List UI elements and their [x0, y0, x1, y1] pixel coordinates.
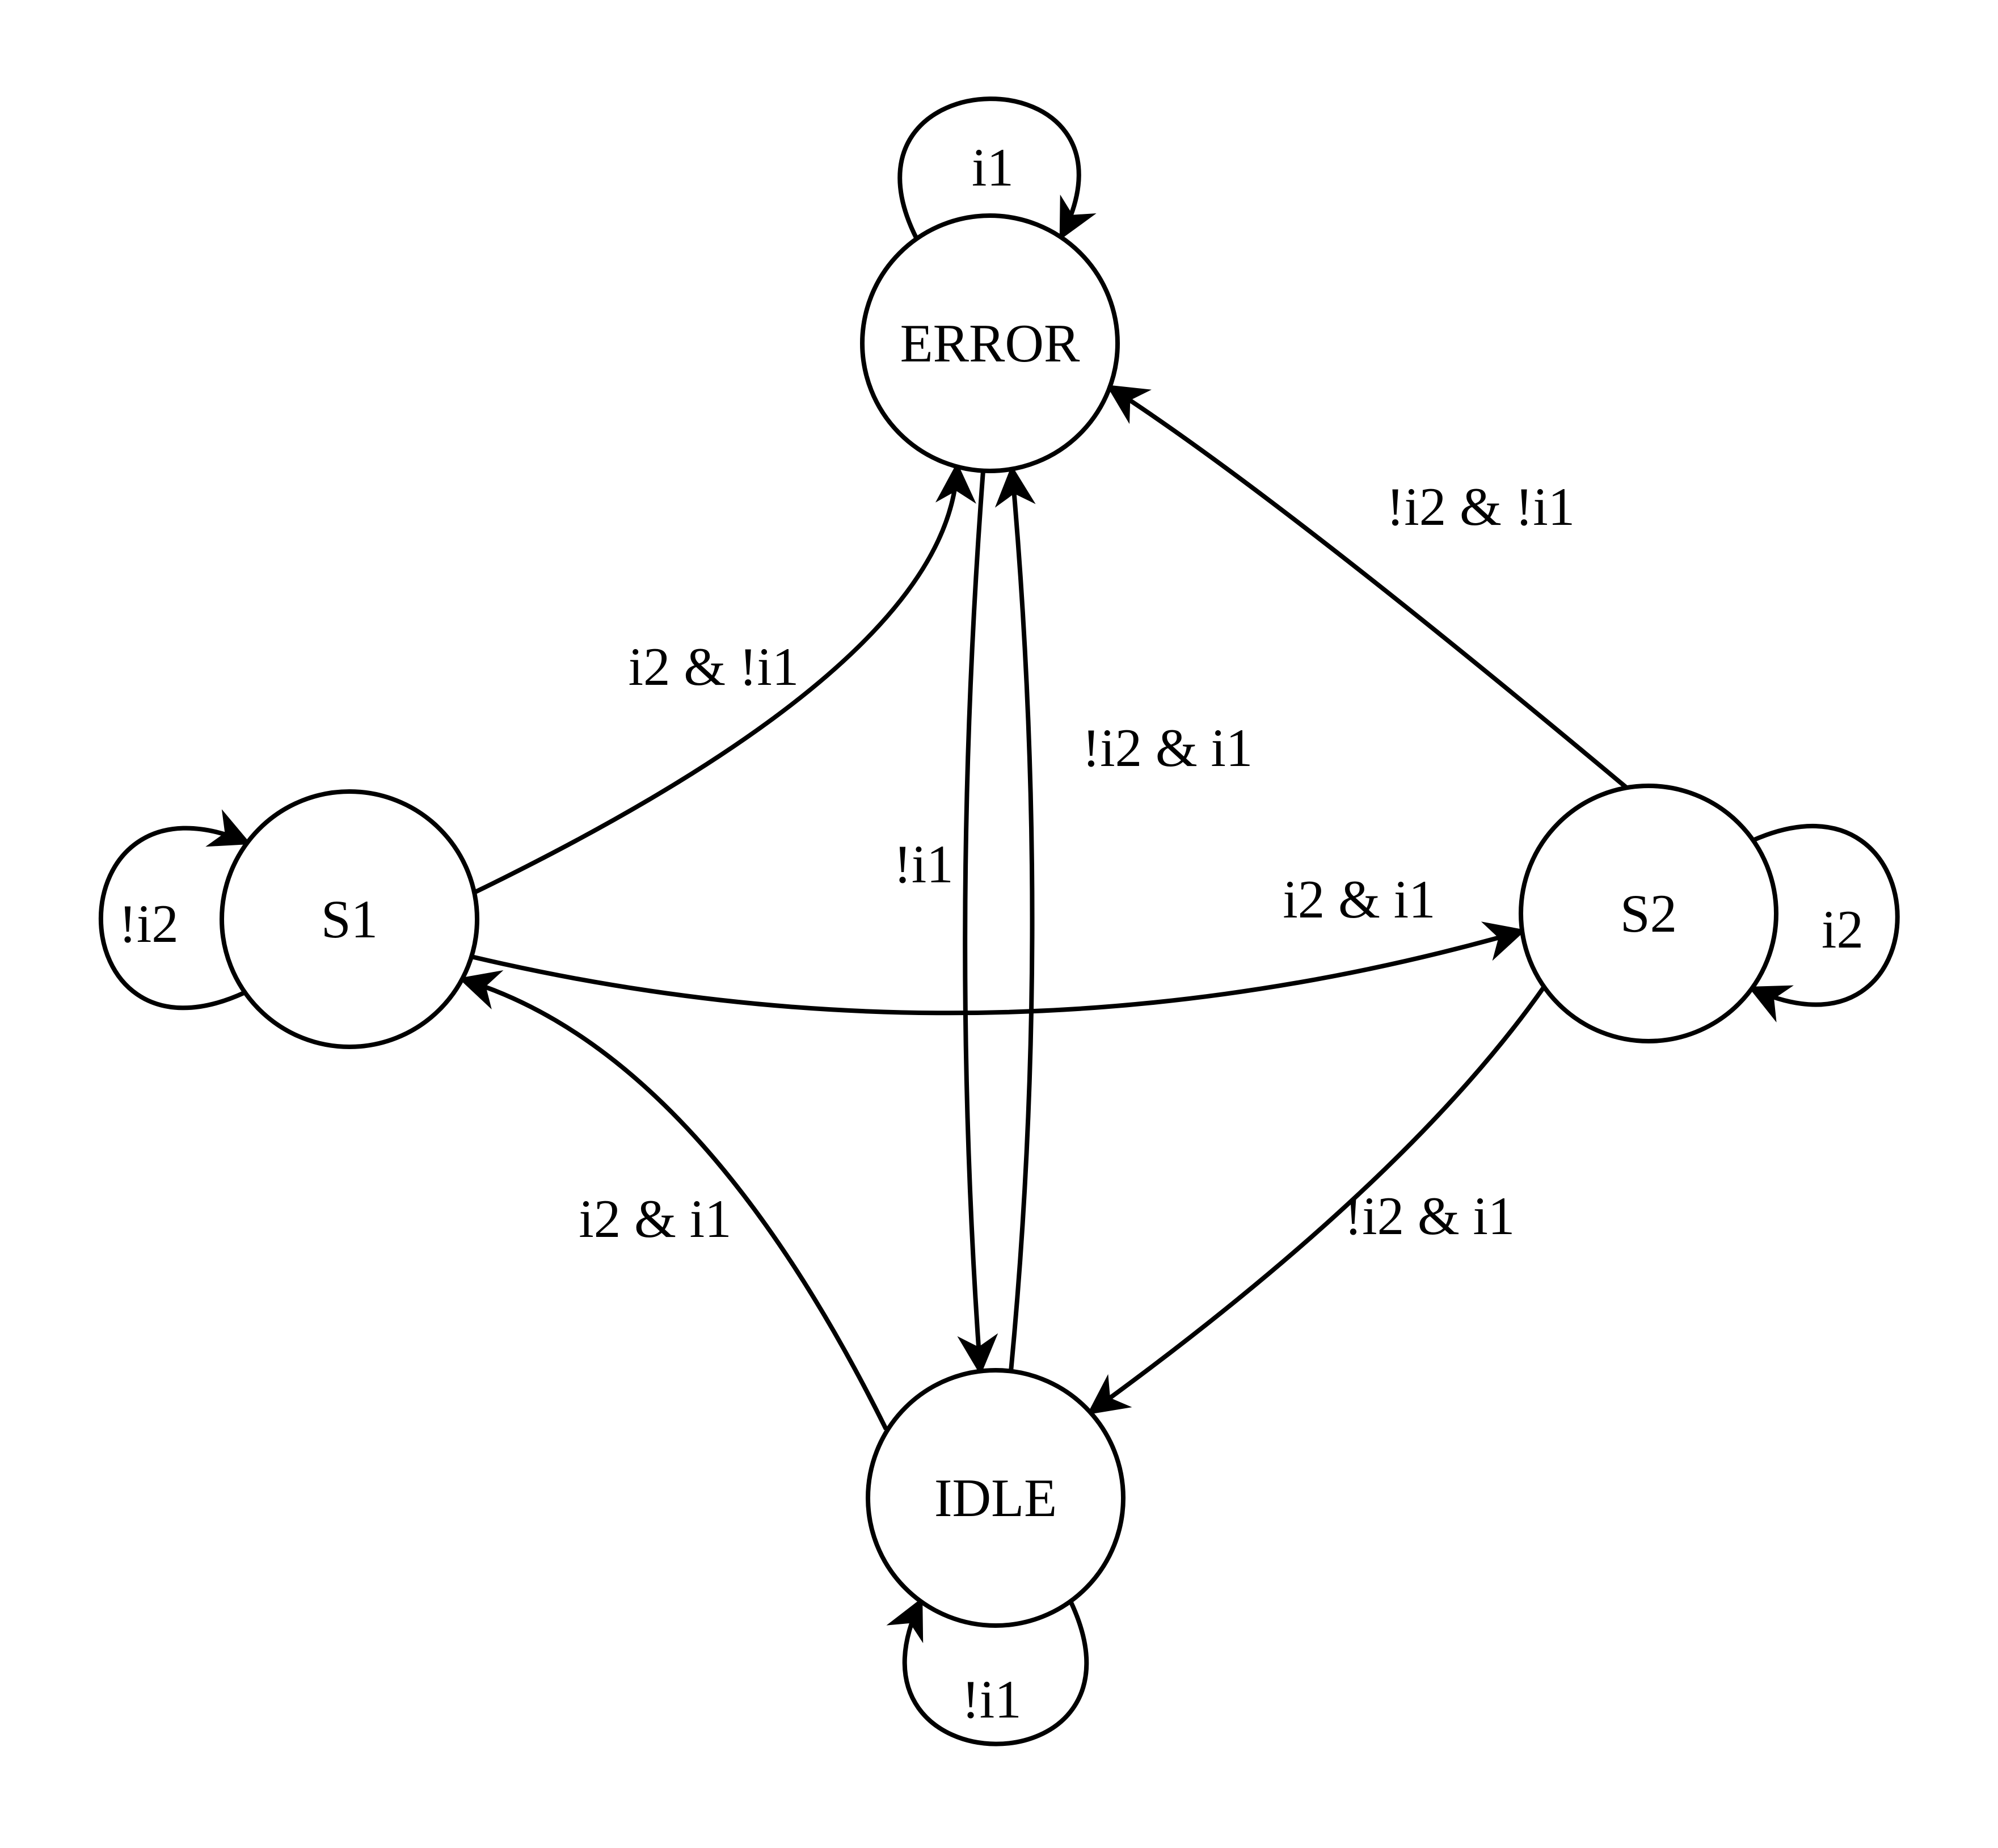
states-layer — [220, 213, 1778, 1628]
transition-s1-to-s2 — [471, 921, 1526, 1016]
self-loop-idle-label: !i1 — [962, 1669, 1022, 1729]
transition-idle-to-s1-label: i2 & i1 — [579, 1189, 731, 1249]
transitions-layer — [99, 96, 1900, 1746]
transition-idle-to-error-label: !i2 & i1 — [1082, 718, 1253, 778]
state-node-error — [860, 213, 1120, 473]
transition-s2-to-error-label: !i2 & !i1 — [1386, 477, 1575, 537]
state-label-idle: IDLE — [934, 1468, 1057, 1528]
state-label-s2: S2 — [1620, 883, 1677, 944]
state-node-s2 — [1519, 784, 1778, 1043]
transition-error-to-idle — [957, 470, 998, 1376]
self-loop-s1-label: !i2 — [119, 894, 179, 954]
self-loop-idle — [886, 1597, 1089, 1746]
transition-s2-to-error — [1106, 385, 1628, 790]
state-node-s1 — [220, 789, 479, 1049]
self-loop-error — [897, 96, 1097, 241]
transition-idle-to-error — [994, 465, 1036, 1372]
state-label-error: ERROR — [900, 313, 1080, 373]
self-loop-error-label: i1 — [972, 137, 1014, 197]
self-loop-s2 — [1748, 824, 1900, 1022]
transition-idle-to-s1 — [458, 970, 888, 1430]
self-loop-s2-label: i2 — [1822, 899, 1864, 959]
state-node-idle — [866, 1368, 1126, 1628]
labels-layer: i1 !i2 i2 !i1 i2 & !i1 !i2 & !i1 !i1 !i2 & i1 i2… — [119, 137, 1864, 1729]
transition-s2-to-idle — [1087, 985, 1546, 1415]
transition-s2-to-idle-label: !i2 & i1 — [1344, 1186, 1515, 1246]
transition-s1-to-s2-label: i2 & i1 — [1283, 869, 1435, 929]
transition-s1-to-error-label: i2 & !i1 — [629, 637, 799, 697]
self-loop-s1 — [99, 809, 251, 1011]
transition-s1-to-error — [473, 462, 976, 895]
transition-error-to-idle-label: !i1 — [893, 834, 954, 894]
state-label-s1: S1 — [321, 889, 378, 949]
